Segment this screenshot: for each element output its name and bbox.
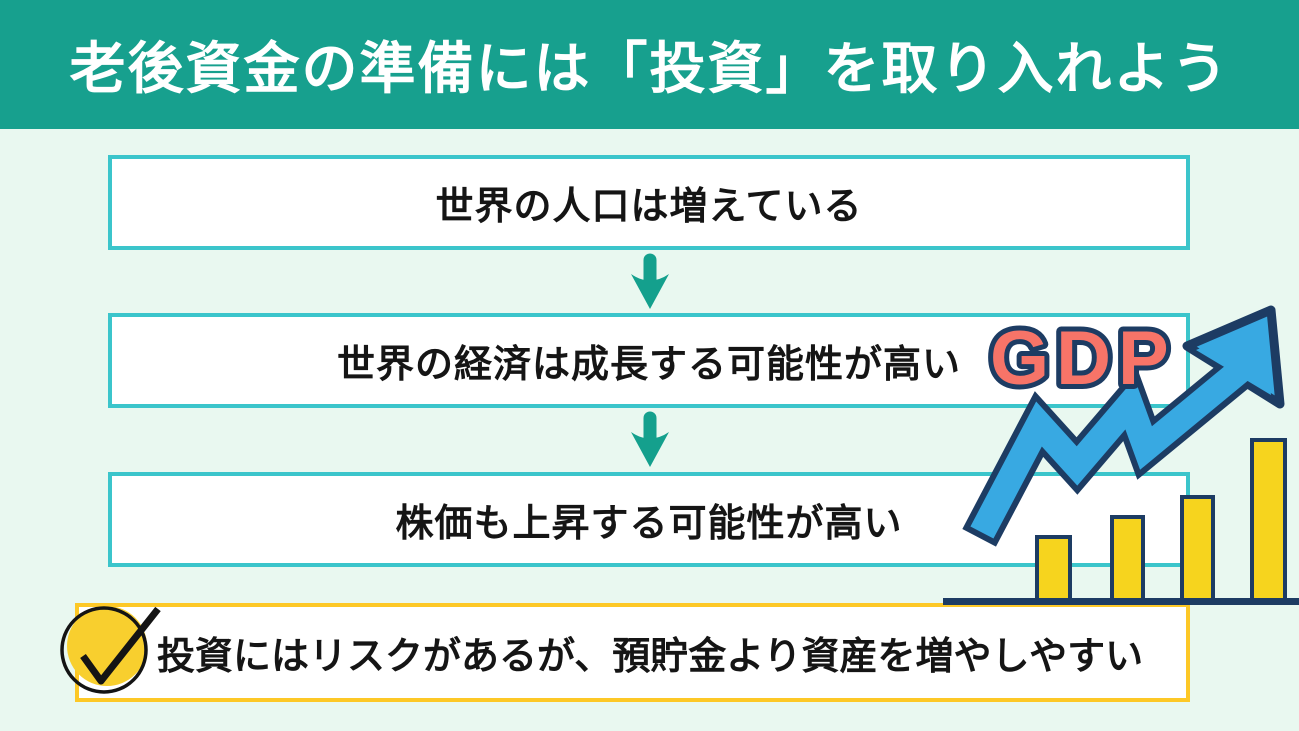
header-banner: 老後資金の準備には「投資」を取り入れよう xyxy=(0,0,1299,129)
svg-text:GDP: GDP xyxy=(990,316,1176,401)
check-icon xyxy=(60,597,165,709)
page-title: 老後資金の準備には「投資」を取り入れよう xyxy=(69,37,1230,100)
flow-step-label: 世界の経済は成長する可能性が高い xyxy=(336,344,961,386)
conclusion-text: 投資にはリスクがあるが、預貯金より資産を増やしやすい xyxy=(157,636,1144,678)
flow-step-label: 世界の人口は増えている xyxy=(435,186,863,228)
bar-chart-icon xyxy=(943,438,1299,605)
flow-step-population: 世界の人口は増えている xyxy=(108,155,1190,250)
zigzag-up-arrow-icon xyxy=(962,305,1285,547)
svg-text:GDP: GDP xyxy=(990,316,1176,401)
down-arrow-icon xyxy=(628,411,672,469)
flow-step-economy: 世界の経済は成長する可能性が高い xyxy=(108,313,1190,408)
down-arrow-icon xyxy=(628,253,672,311)
gdp-label: GDP GDP xyxy=(985,311,1176,406)
growth-chart-decoration: GDP GDP xyxy=(940,300,1299,612)
flow-step-label: 株価も上昇する可能性が高い xyxy=(395,503,903,545)
conclusion-box: 投資にはリスクがあるが、預貯金より資産を増やしやすい xyxy=(75,603,1190,702)
